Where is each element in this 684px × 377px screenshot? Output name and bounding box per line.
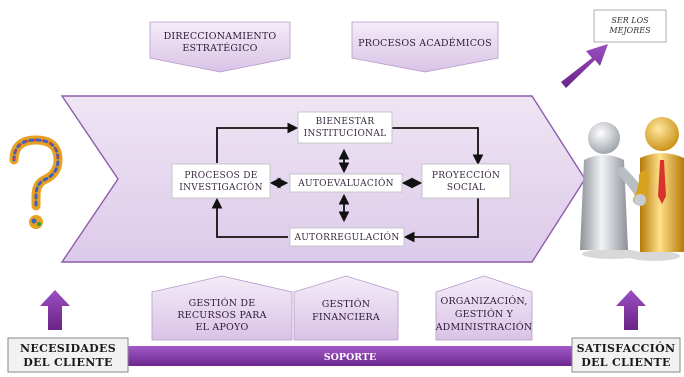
direccionamiento-line-1: DIRECCIONAMIENTO (164, 31, 277, 42)
ser-los-mejores-line-1: SER LOS (611, 16, 649, 25)
recursos-line-1: GESTIÓN DE (189, 297, 256, 309)
necesidades-line-2: DEL CLIENTE (23, 356, 112, 369)
soporte-bar: SOPORTE (128, 346, 572, 366)
organizacion-line-1: ORGANIZACIÓN, (440, 295, 527, 307)
gestion-financiera-shape: GESTIÓN FINANCIERA (293, 275, 399, 341)
necesidades-cliente-box: NECESIDADES DEL CLIENTE (7, 337, 129, 373)
autoevaluacion-box: AUTOEVALUACIÓN (289, 173, 403, 193)
organizacion-line-3: ADMINISTRACIÓN (435, 321, 533, 333)
proyeccion-line-1: PROYECCIÓN (432, 169, 500, 181)
up-arrow-icon-left (40, 290, 70, 330)
necesidades-line-1: NECESIDADES (20, 342, 116, 355)
procesos-academicos-label: PROCESOS ACADÉMICOS (358, 37, 492, 49)
satisfaccion-line-2: DEL CLIENTE (581, 356, 670, 369)
autorregulacion-label: AUTORREGULACIÓN (293, 231, 399, 243)
satisfaccion-cliente-box: SATISFACCIÓN DEL CLIENTE (571, 337, 681, 373)
satisfaccion-line-1: SATISFACCIÓN (577, 341, 676, 355)
procesos-academicos-shape: PROCESOS ACADÉMICOS (351, 21, 499, 73)
arrow-investigacion-bienestar (216, 122, 299, 163)
arrow-autorregulacion-investigacion (211, 197, 288, 238)
recursos-line-3: EL APOYO (196, 322, 249, 333)
financiera-line-1: GESTIÓN (322, 298, 371, 310)
diagonal-arrow-icon (561, 44, 608, 88)
up-arrow-icon-right (616, 290, 646, 330)
recursos-line-2: RECURSOS PARA (177, 310, 266, 321)
investigacion-line-1: PROCESOS DE (184, 171, 257, 181)
question-crowd-icon (9, 135, 63, 229)
handshake-people-icon (580, 117, 684, 261)
organizacion-shape: ORGANIZACIÓN, GESTIÓN Y ADMINISTRACIÓN (435, 275, 533, 341)
bienestar-line-2: INSTITUCIONAL (304, 129, 387, 139)
autorregulacion-box: AUTORREGULACIÓN (289, 227, 405, 247)
direccionamiento-line-2: ESTRATÉGICO (182, 42, 257, 54)
proyeccion-social-box: PROYECCIÓN SOCIAL (421, 163, 511, 199)
ser-los-mejores-line-2: MEJORES (608, 26, 651, 35)
proyeccion-line-2: SOCIAL (447, 183, 485, 193)
bienestar-institucional-box: BIENESTAR INSTITUCIONAL (297, 111, 393, 144)
investigacion-line-2: INVESTIGACIÓN (179, 181, 263, 193)
gestion-recursos-shape: GESTIÓN DE RECURSOS PARA EL APOYO (151, 275, 293, 341)
arrow-bienestar-proyeccion (392, 127, 484, 166)
direccionamiento-estrategico-shape: DIRECCIONAMIENTO ESTRATÉGICO (149, 21, 291, 73)
financiera-line-2: FINANCIERA (312, 312, 380, 323)
bienestar-line-1: BIENESTAR (316, 117, 375, 127)
arrow-proyeccion-autorregulacion (403, 197, 479, 243)
ser-los-mejores-box: SER LOS MEJORES (593, 9, 667, 43)
connector-arrows (211, 122, 484, 243)
procesos-investigacion-box: PROCESOS DE INVESTIGACIÓN (171, 163, 271, 199)
autoevaluacion-label: AUTOEVALUACIÓN (297, 177, 394, 189)
soporte-label: SOPORTE (324, 352, 377, 363)
organizacion-line-2: GESTIÓN Y (455, 308, 514, 320)
